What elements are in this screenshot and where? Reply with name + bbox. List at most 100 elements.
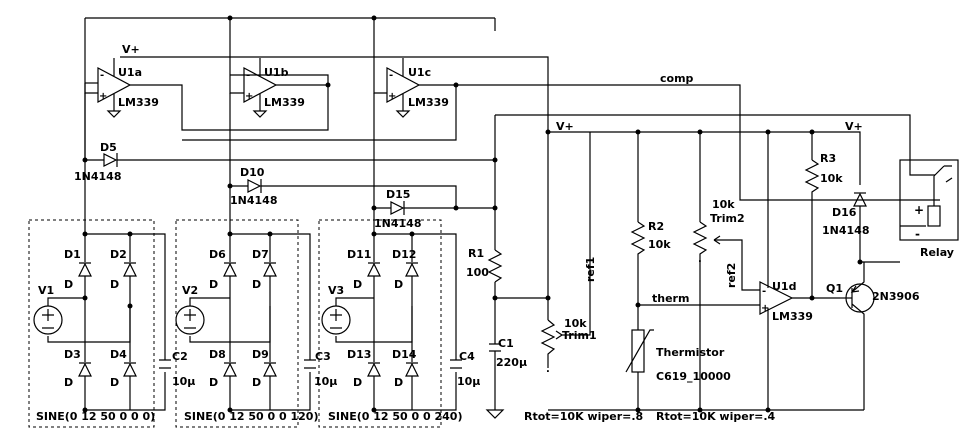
d2-label: D2 [110,248,127,261]
diode-d10 [230,179,457,208]
ref2-label: ref2 [725,263,738,288]
c2-label: C2 [172,350,188,363]
ref1-label: ref1 [584,257,597,282]
d15-part: 1N4148 [374,217,421,230]
trim2 [692,132,760,410]
v1-label: V1 [38,284,54,297]
r1-label: R1 [468,247,484,260]
transistor-q1 [840,262,875,410]
rectifier-box-2 [175,219,299,428]
d6-type: D [209,278,218,291]
r1-value: 100 [466,266,489,279]
d2-type: D [110,278,119,291]
vplus-label-3: V+ [845,120,863,133]
d8-label: D8 [209,348,226,361]
comp-net-label: comp [660,72,694,85]
trim2-value: 10k [712,198,735,211]
rectifier-1 [33,233,171,411]
relay-plus: + [914,203,924,217]
u1a-label: U1a [118,66,142,79]
trim1-value: 10k [564,317,587,330]
trim1-dot: . [546,364,550,375]
d13-type: D [353,376,362,389]
u1c-label: U1c [408,66,431,79]
top-feedback-wires [84,17,549,132]
r1-c1-column [485,114,935,419]
rectifier-2 [175,233,316,411]
c2-value: 10µ [172,375,195,388]
vplus-rail-right [540,131,861,368]
u1d-label: U1d [772,280,796,293]
d12-label: D12 [392,248,416,261]
svg-text:+: + [388,91,396,102]
c1-label: C1 [498,337,514,350]
d4-label: D4 [110,348,127,361]
rectifier-box-3 [318,219,442,428]
diode-d15 [374,201,495,215]
comparator-u1a: - + [84,58,329,234]
relay-minus: - [915,227,920,241]
svg-text:-: - [100,70,104,81]
u1d-part: LM339 [772,310,813,323]
q1-label: Q1 [826,282,843,295]
d15-label: D15 [386,188,410,201]
c1-value: 220µ [496,356,527,369]
d5-label: D5 [100,141,117,154]
junction-dots [82,15,863,413]
comparator-u1d: - + [759,132,840,410]
thermistor-label: Thermistor [656,346,725,359]
svg-text:+: + [245,91,253,102]
d7-label: D7 [252,248,269,261]
d8-type: D [209,376,218,389]
svg-text:-: - [389,70,393,81]
c3-label: C3 [315,350,331,363]
u1b-part: LM339 [264,96,305,109]
c4-label: C4 [459,350,475,363]
d10-label: D10 [240,166,265,179]
relay [899,159,959,241]
d9-type: D [252,376,261,389]
svg-text:-: - [762,286,766,297]
r2-label: R2 [648,220,664,233]
d16-part: 1N4148 [822,224,869,237]
d6-label: D6 [209,248,226,261]
d4-type: D [110,376,119,389]
sine1-label: SINE(0 12 50 0 0 0) [36,410,155,423]
d3-label: D3 [64,348,81,361]
therm-net-label: therm [652,292,689,305]
u1c-part: LM339 [408,96,449,109]
d1-type: D [64,278,73,291]
r2-value: 10k [648,238,671,251]
d10-part: 1N4148 [230,194,277,207]
v3-label: V3 [328,284,344,297]
c3-value: 10µ [314,375,337,388]
rtot-trim1: Rtot=10K wiper=.8 [524,410,643,423]
q1-part: 2N3906 [872,290,920,303]
u1a-part: LM339 [118,96,159,109]
c4-value: 10µ [457,375,480,388]
relay-label: Relay [920,246,954,259]
v2-label: V2 [182,284,198,297]
d7-type: D [252,278,261,291]
d3-type: D [64,376,73,389]
rectifier-3 [321,233,462,411]
d12-type: D [394,278,403,291]
svg-text:+: + [761,303,769,314]
r3-label: R3 [820,152,836,165]
diode-d5 [85,153,495,167]
comparator-u1b: - + [229,58,328,234]
rtot-trim2: Rtot=10K wiper=.4 [656,410,776,423]
trim2-dot: . [698,254,702,265]
r2-thermistor [625,132,760,410]
d9-label: D9 [252,348,269,361]
trim2-label: Trim2 [710,212,745,225]
sine3-label: SINE(0 12 50 0 0 240) [328,410,462,423]
d14-label: D14 [392,348,417,361]
u1b-label: U1b [264,66,289,79]
thermistor-part: C619_10000 [656,370,731,383]
vplus-label-1: V+ [122,43,140,56]
d11-type: D [353,278,362,291]
sine2-label: SINE(0 12 50 0 0 120) [184,410,318,423]
svg-text:+: + [99,91,107,102]
